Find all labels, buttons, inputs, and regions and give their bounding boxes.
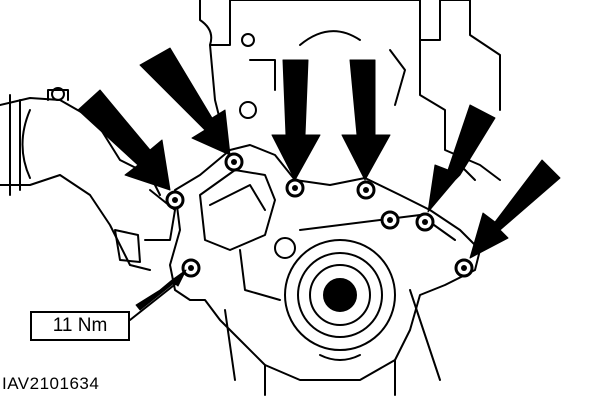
arrow-7 [135, 269, 187, 311]
pointer-arrows [77, 47, 561, 311]
callout-leader-line [129, 281, 179, 321]
arrow-5 [427, 104, 496, 213]
arrow-2 [139, 47, 231, 156]
cover-bolt-heads [172, 159, 467, 271]
arrow-6 [469, 159, 561, 259]
crankshaft-seal [284, 239, 396, 361]
figure-reference-code: IAV2101634 [2, 374, 100, 393]
arrow-1 [77, 89, 171, 191]
torque-spec-callout: 11 Nm [30, 311, 130, 341]
arrow-4 [341, 59, 391, 181]
arrow-3 [271, 59, 321, 181]
